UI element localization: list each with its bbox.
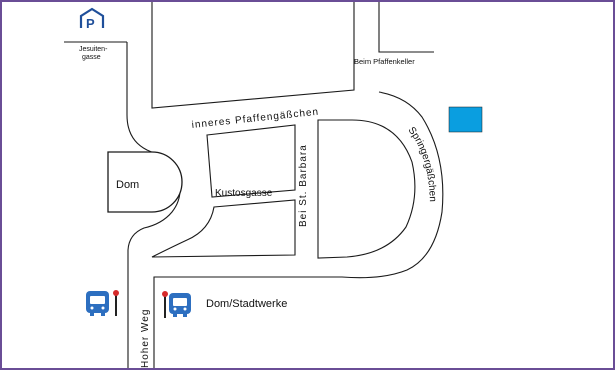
- jesuitengasse-label-1: Jesuiten-: [79, 46, 108, 53]
- location-marker[interactable]: [448, 106, 483, 133]
- block-lower-left: [151, 199, 296, 258]
- parking-letter: P: [86, 16, 95, 31]
- parking-icon[interactable]: P: [79, 7, 105, 31]
- block-upper-left: [206, 124, 296, 198]
- hoher-weg-label: Hoher Weg: [140, 309, 151, 368]
- block-north-edge: [151, 2, 355, 109]
- road-left-edge: [126, 42, 181, 368]
- dom-building[interactable]: [107, 151, 183, 213]
- bus-stop-pin-icon-right[interactable]: [162, 291, 168, 318]
- pfaffenkeller-edge: [378, 2, 434, 53]
- bei-st-barbara-label: Bei St. Barbara: [298, 144, 309, 227]
- road-network: [64, 2, 444, 368]
- springergaesschen-label: Springergäßchen: [406, 125, 438, 202]
- block-d-shape: [317, 119, 416, 259]
- beim-pfaffenkeller-label: Beim Pfaffenkeller: [354, 57, 415, 66]
- inneres-pfaffengaesschen-label: inneres Pfaffengäßchen: [191, 107, 319, 131]
- kustosgasse-label: Kustosgasse: [215, 188, 273, 199]
- bus-icon-left[interactable]: [86, 291, 109, 316]
- bus-stop-pin-icon-left[interactable]: [113, 290, 119, 316]
- bus-icon-right[interactable]: [169, 293, 191, 317]
- bus-stop-label[interactable]: Dom/Stadtwerke: [206, 298, 288, 310]
- springergaesschen-text: Springergäßchen: [406, 125, 438, 202]
- jesuitengasse-label-2: gasse: [82, 54, 101, 61]
- dom-label: Dom: [116, 179, 139, 191]
- springergasse-outer-edge: [153, 91, 444, 368]
